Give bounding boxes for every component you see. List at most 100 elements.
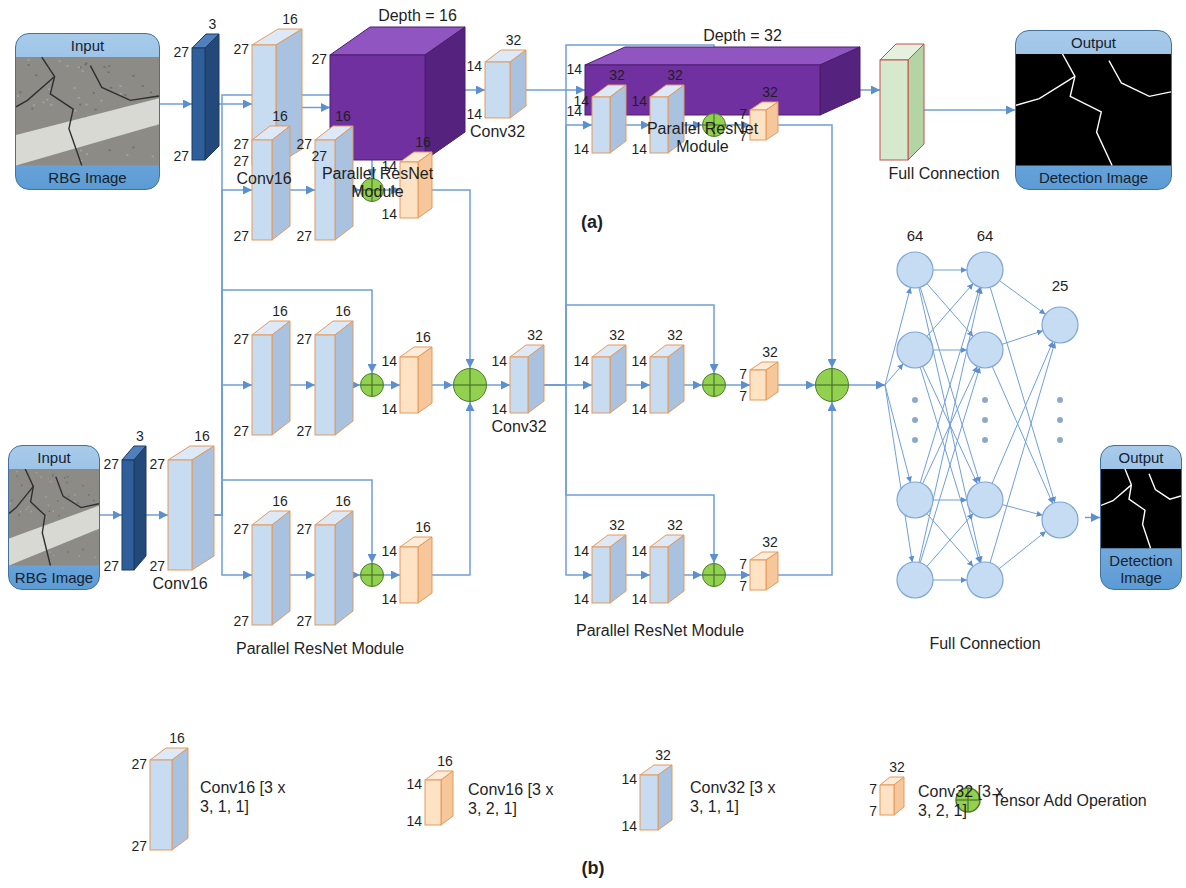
image-frame (1016, 54, 1171, 166)
plus-sign (816, 369, 848, 401)
feature-cube: 27327 (192, 48, 205, 160)
data-flow-arrow (544, 385, 592, 575)
dimension-label: 27 (103, 456, 119, 472)
dimension-label: 14 (491, 353, 507, 369)
cube-front (880, 785, 894, 815)
dimension-label: 7 (739, 388, 747, 404)
dimension-label: 32 (527, 327, 543, 343)
neuron-link (933, 500, 967, 501)
feature-cube: 143214 (650, 357, 668, 413)
plus-stroke (713, 564, 714, 586)
road-texture (11, 500, 12, 501)
road-texture (49, 552, 50, 553)
cube-shape (314, 125, 354, 241)
neuron-link (920, 287, 980, 483)
cube-side (418, 347, 432, 413)
road-texture (79, 104, 81, 106)
tensor-add-node (702, 373, 726, 397)
dimension-label: 27 (311, 51, 327, 67)
feature-cube: 143214 (592, 547, 610, 603)
road-texture (16, 476, 17, 477)
road-texture (93, 500, 94, 501)
road-texture (110, 87, 112, 89)
feature-cube: 143214 (592, 357, 610, 413)
road-texture (132, 75, 134, 77)
feature-cube: Full Connection (880, 60, 908, 160)
road-texture (36, 472, 37, 473)
cube-front (425, 780, 441, 825)
data-flow-arrow (146, 514, 168, 516)
dimension-label: 7 (739, 556, 747, 572)
layer-name: Full Connection (929, 635, 1040, 653)
cube-side (272, 321, 290, 435)
data-flow-arrow (384, 384, 400, 386)
data-flow-arrow (544, 305, 714, 385)
dimension-label: 32 (889, 759, 905, 775)
cube-side (335, 126, 353, 240)
data-flow-arrow (526, 89, 585, 91)
neuron-link (919, 288, 981, 563)
road-texture (49, 511, 50, 512)
tensor-add-node (453, 368, 487, 402)
road-texture (152, 156, 154, 158)
neuron-link (920, 367, 980, 563)
cube-front (750, 370, 766, 400)
road-texture (68, 496, 69, 497)
layer-name: Conv16 (152, 575, 207, 593)
data-flow-arrow (487, 384, 510, 386)
detected-crack (1125, 469, 1151, 548)
cube-side (441, 771, 453, 825)
legend-text: Tensor Add Operation (992, 791, 1147, 810)
cube-side (528, 345, 544, 413)
cube-side (908, 44, 924, 160)
dimension-label: 27 (233, 41, 249, 57)
road-texture (74, 87, 76, 89)
dimension-label: 27 (103, 558, 119, 574)
cube-shape (591, 84, 627, 154)
road-texture (16, 471, 17, 472)
data-flow-arrow (290, 574, 315, 576)
data-flow-arrow (726, 384, 750, 386)
cube-front (750, 560, 766, 590)
road-texture (124, 95, 126, 97)
data-flow-arrow (432, 384, 453, 386)
cube-front (650, 357, 668, 413)
cube-side (510, 50, 526, 118)
dimension-label: 32 (762, 84, 778, 100)
cube-side (766, 362, 778, 400)
road-texture (67, 482, 68, 483)
data-flow-arrow (778, 402, 832, 575)
neuron-link (920, 287, 980, 483)
data-flow-arrow (160, 103, 192, 105)
dimension-label: 27 (233, 228, 249, 244)
road-texture (86, 154, 88, 156)
cube-shape (167, 445, 215, 571)
road-texture (48, 505, 49, 506)
dimension-label: 14 (631, 141, 647, 157)
box-caption: RBG Image (16, 166, 159, 189)
cube-shape (314, 510, 354, 626)
cube-side (272, 511, 290, 625)
cube-side (668, 345, 684, 413)
legend-text: Conv32 [3 x 3, 1, 1] (690, 778, 790, 816)
cube-shape (749, 551, 779, 591)
data-flow-arrow (302, 107, 330, 109)
dimension-label: 27 (233, 331, 249, 347)
neuron-link (919, 288, 981, 563)
cube-side (418, 152, 432, 218)
road-texture (132, 147, 134, 149)
data-flow-arrow (626, 124, 650, 126)
plus-stroke (831, 369, 832, 401)
feature-cube: 271627Conv16 (168, 460, 192, 570)
dimension-label: 27 (233, 136, 249, 152)
neuron-link (885, 364, 903, 385)
dimension-label: 14 (631, 543, 647, 559)
road-texture (119, 86, 121, 88)
road-texture (21, 485, 22, 486)
road-texture (74, 494, 75, 495)
road-texture (28, 65, 30, 67)
data-flow-arrow (626, 574, 650, 576)
data-flow-arrow (432, 190, 470, 368)
ellipsis-dot (1057, 417, 1063, 423)
detected-crack (1109, 61, 1171, 97)
